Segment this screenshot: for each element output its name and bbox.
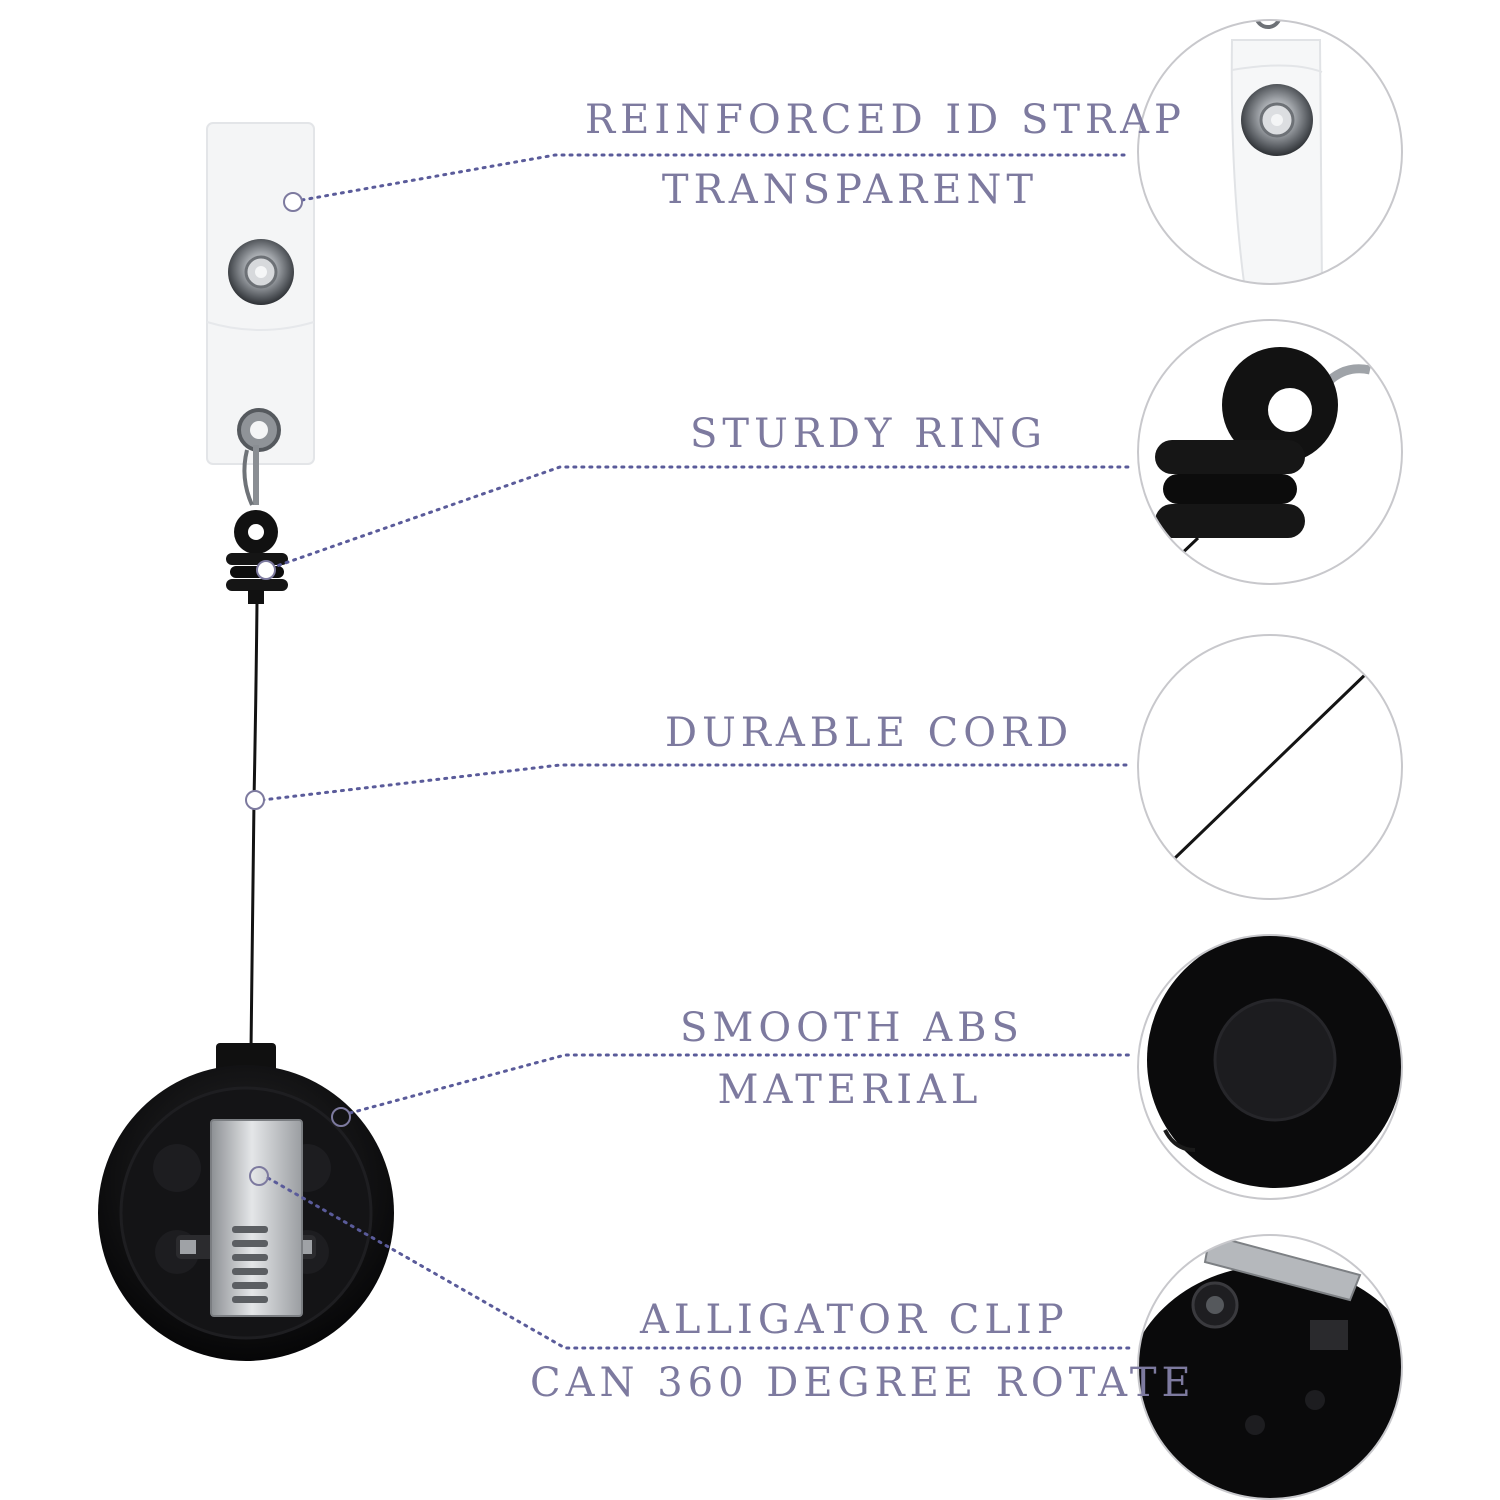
leader-markers	[245, 192, 351, 1186]
cord	[249, 601, 259, 1051]
callout-shell-line2: MATERIAL	[717, 1067, 983, 1113]
badge-reel	[98, 1043, 394, 1361]
snap-button-closeup-icon	[1137, 19, 1403, 285]
callout-strap-line2: TRANSPARENT	[661, 167, 1039, 213]
callout-shell-line1: SMOOTH ABS	[680, 1005, 1024, 1051]
rubber-ring-closeup-icon	[1137, 319, 1403, 585]
leader-lines	[260, 153, 1132, 1350]
callout-ring-line1: STURDY RING	[690, 411, 1047, 457]
alligator-clip	[210, 1119, 303, 1317]
reel-front-closeup-icon	[1137, 934, 1403, 1200]
rubber-ring	[226, 510, 288, 604]
callout-clip-line2: CAN 360 DEGREE ROTATE	[530, 1360, 1196, 1406]
cord-closeup-icon	[1137, 634, 1403, 900]
callout-strap-line1: REINFORCED ID STRAP	[585, 97, 1186, 143]
callout-clip-line1: ALLIGATOR CLIP	[640, 1297, 1069, 1343]
clip-hinge-closeup-icon	[1137, 1234, 1403, 1500]
callout-cord-line1: DURABLE CORD	[665, 710, 1074, 756]
strap	[206, 122, 315, 465]
